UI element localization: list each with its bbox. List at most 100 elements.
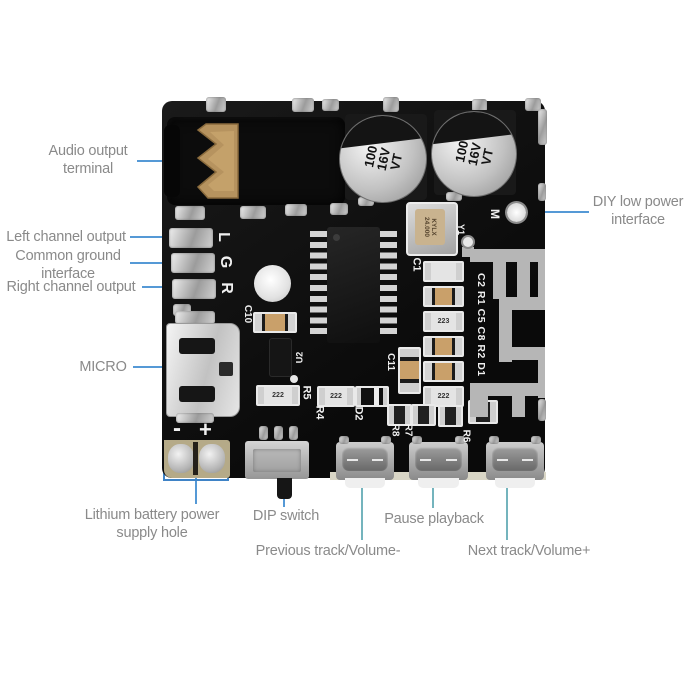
smd-component: [423, 336, 464, 357]
button-previous-track: [336, 436, 394, 488]
solder-pad: [240, 206, 266, 219]
button-pause-playback: [409, 436, 468, 488]
crystal-marking: KYLX 24.000: [422, 217, 437, 237]
button-pin: [489, 436, 499, 444]
battery-solder-hole-positive: [199, 444, 225, 473]
dip-switch-pin: [289, 426, 298, 440]
button-pin: [339, 436, 349, 444]
usb-slot-side: [219, 362, 233, 376]
capacitor-marking: 100 16V VT: [451, 139, 496, 167]
battery-pad-gap: [193, 442, 198, 475]
solder-pad: [358, 197, 374, 206]
ic-pin1-dimple: [333, 234, 340, 241]
silkscreen-r5: R5: [300, 385, 313, 400]
silkscreen-c10: C10: [242, 304, 254, 324]
silkscreen-dot: [290, 375, 298, 383]
dip-switch-pin: [259, 426, 268, 440]
leader-line-previous-track: [361, 481, 363, 540]
button-base: [345, 478, 385, 488]
silkscreen-l: L: [214, 232, 232, 242]
audio-jack: [167, 117, 345, 205]
solder-pad: [175, 206, 205, 220]
leader-line-pause-playback: [432, 481, 434, 508]
solder-pad: [330, 203, 348, 215]
callout-left-channel-output: Left channel output: [6, 229, 126, 245]
callout-micro: MICRO: [79, 359, 127, 375]
electrolytic-capacitor-1: 100 16V VT: [339, 115, 427, 203]
callout-common-ground-interface: Common ground interface: [15, 248, 121, 282]
leader-line-next-track: [506, 481, 508, 540]
callout-pause-playback: Pause playback: [384, 511, 484, 527]
left-channel-pad: [169, 228, 213, 248]
solder-pad: [383, 97, 399, 112]
solder-pad: [538, 109, 547, 145]
resistor-marking: 222: [330, 393, 342, 400]
silkscreen-d2: D2: [352, 406, 365, 421]
dip-switch: [245, 441, 309, 479]
mounting-hole: [254, 265, 291, 302]
dip-switch-face: [253, 449, 301, 472]
smd-component: [411, 404, 436, 426]
silkscreen-g: G: [217, 255, 235, 269]
smd-component: [423, 286, 464, 307]
ground-pad: [171, 253, 215, 273]
silkscreen-minus: -: [173, 415, 181, 442]
solder-pad: [538, 399, 546, 421]
callout-next-track: Next track/Volume+: [467, 543, 591, 559]
main-ic: [327, 227, 380, 343]
silkscreen-r4: R4: [313, 405, 326, 420]
diode-d2: [355, 386, 389, 407]
callout-audio-output-terminal: Audio output terminal: [48, 143, 128, 177]
dip-switch-pin: [274, 426, 283, 440]
solder-pad: [292, 98, 314, 112]
electrolytic-capacitor-2: 100 16V VT: [431, 111, 517, 197]
button-cap: [415, 447, 462, 471]
smd-component: 222: [256, 385, 300, 406]
callout-lithium-battery: Lithium battery power supply hole: [84, 507, 220, 541]
silkscreen-r8: R8: [389, 423, 401, 437]
leader-line-diy-low-power: [527, 211, 589, 213]
dip-switch-knob: [277, 478, 292, 499]
solder-pad: [446, 192, 462, 201]
silkscreen-c1: C1: [410, 257, 423, 272]
smd-component: [438, 405, 463, 427]
smd-component: [423, 361, 464, 382]
button-pin: [531, 436, 541, 444]
leader-line-left-channel: [130, 236, 193, 238]
solder-pad: [176, 413, 214, 423]
ic-pins-left: [310, 231, 327, 339]
solder-pad: [285, 204, 307, 216]
right-channel-pad: [172, 279, 216, 299]
diy-low-power-pad: [507, 203, 526, 222]
silkscreen-u2: U2: [294, 351, 305, 364]
button-cap: [342, 447, 388, 471]
usb-slot-bottom: [179, 386, 215, 402]
leader-line-dip-switch: [283, 496, 285, 507]
silkscreen-m: M: [488, 209, 502, 219]
solder-pad: [206, 97, 226, 112]
button-next-track: [486, 436, 544, 488]
audio-jack-barrel: [164, 125, 180, 197]
solder-pad: [538, 183, 546, 201]
transistor-u2: [270, 339, 291, 376]
button-base: [495, 478, 535, 488]
battery-pads: [164, 440, 230, 478]
ic-pins-right: [380, 231, 397, 339]
silkscreen-plus: +: [199, 417, 212, 442]
usb-slot-top: [179, 338, 215, 354]
crystal-oscillator: KYLX 24.000: [406, 202, 458, 256]
antenna-feed-pad: [461, 235, 475, 249]
callout-previous-track: Previous track/Volume-: [255, 543, 401, 559]
solder-pad: [322, 99, 339, 111]
capacitor-marking: 100 16V VT: [360, 144, 405, 172]
callout-diy-low-power: DIY low power interface: [592, 194, 684, 228]
button-cap: [492, 447, 538, 471]
silkscreen-y1: Y1: [456, 223, 467, 236]
callout-right-channel-output: Right channel output: [6, 279, 136, 295]
capacitor-c11: [398, 347, 421, 394]
silkscreen-r7: R7: [402, 423, 414, 437]
button-pin: [455, 436, 465, 444]
silkscreen-antenna-row: C2 R1 C5 C8 R2 D1: [475, 273, 487, 377]
smd-component: [423, 261, 464, 282]
